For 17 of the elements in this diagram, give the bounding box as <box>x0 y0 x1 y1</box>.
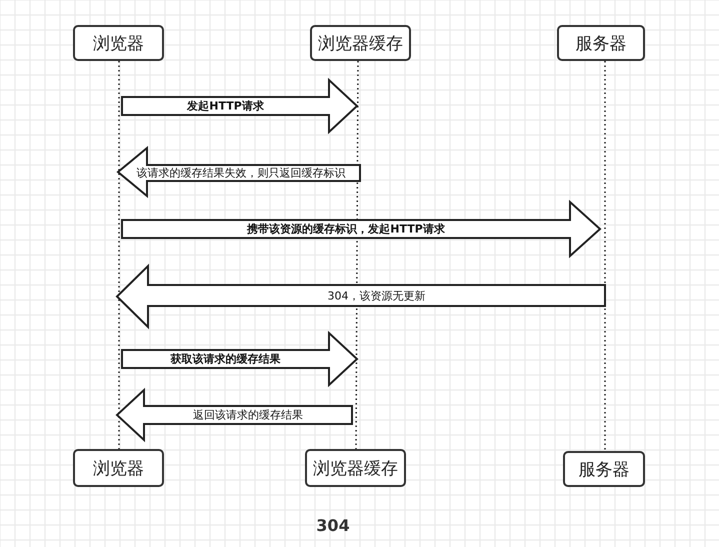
edge-label: 返回该请求的缓存结果 <box>193 408 303 422</box>
edge-label: 该请求的缓存结果失效，则只返回缓存标识 <box>136 166 346 180</box>
participant-box: 服务器 <box>563 451 645 487</box>
edge-label: 304，该资源无更新 <box>328 289 426 302</box>
lifeline <box>118 61 120 449</box>
participant-box: 浏览器 <box>73 25 164 61</box>
lifeline <box>604 61 606 451</box>
participant-box: 浏览器缓存 <box>305 449 406 487</box>
block-arrow <box>116 264 606 330</box>
edge-label: 携带该资源的缓存标识，发起HTTP请求 <box>247 222 445 236</box>
edge-label: 发起HTTP请求 <box>187 100 264 112</box>
edge-label: 获取该请求的缓存结果 <box>170 352 280 366</box>
caption: 304 <box>315 516 351 535</box>
lifeline <box>355 61 359 449</box>
participant-box: 服务器 <box>557 25 645 61</box>
participant-box: 浏览器缓存 <box>310 25 411 61</box>
participant-box: 浏览器 <box>73 449 164 487</box>
